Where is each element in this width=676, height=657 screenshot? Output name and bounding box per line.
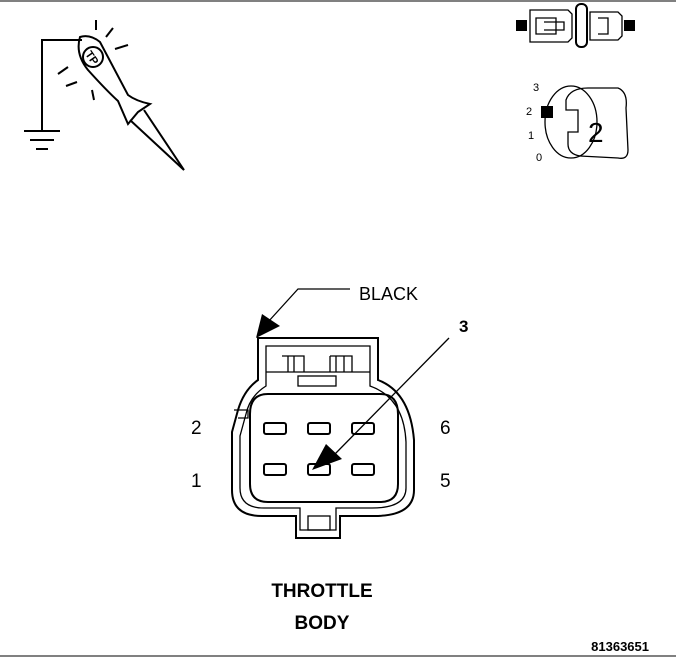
pin-pointer-label: 3 [459, 317, 468, 336]
terminal-3 [307, 463, 331, 476]
caption-line-1: THROTTLE [271, 581, 372, 602]
pin-number-2: 2 [191, 418, 202, 439]
pin-number-6: 6 [440, 418, 451, 439]
wire-color-label: BLACK [359, 284, 418, 304]
ignition-position-2: 2 [526, 106, 532, 118]
disconnected-connector-icon [516, 3, 635, 48]
pin-number-5: 5 [440, 471, 451, 492]
ignition-selected-position: 2 [588, 117, 604, 148]
connector-face [231, 337, 415, 539]
terminal-5 [351, 463, 375, 476]
terminal-2 [263, 422, 287, 435]
ignition-position-3: 3 [533, 82, 539, 94]
ignition-switch-icon: 3 2 1 0 2 [526, 82, 629, 164]
terminal-6 [351, 422, 375, 435]
terminal-1 [263, 463, 287, 476]
ignition-position-0: 0 [536, 152, 542, 164]
tp-badge [82, 46, 104, 68]
figure-id: 81363651 [591, 639, 649, 654]
caption-line-2: BODY [295, 613, 350, 634]
pin-number-1: 1 [191, 471, 202, 492]
ignition-position-1: 1 [528, 130, 534, 142]
test-light-icon: TP [24, 20, 185, 171]
terminal-4 [307, 422, 331, 435]
wire-color-callout: BLACK [256, 284, 418, 338]
